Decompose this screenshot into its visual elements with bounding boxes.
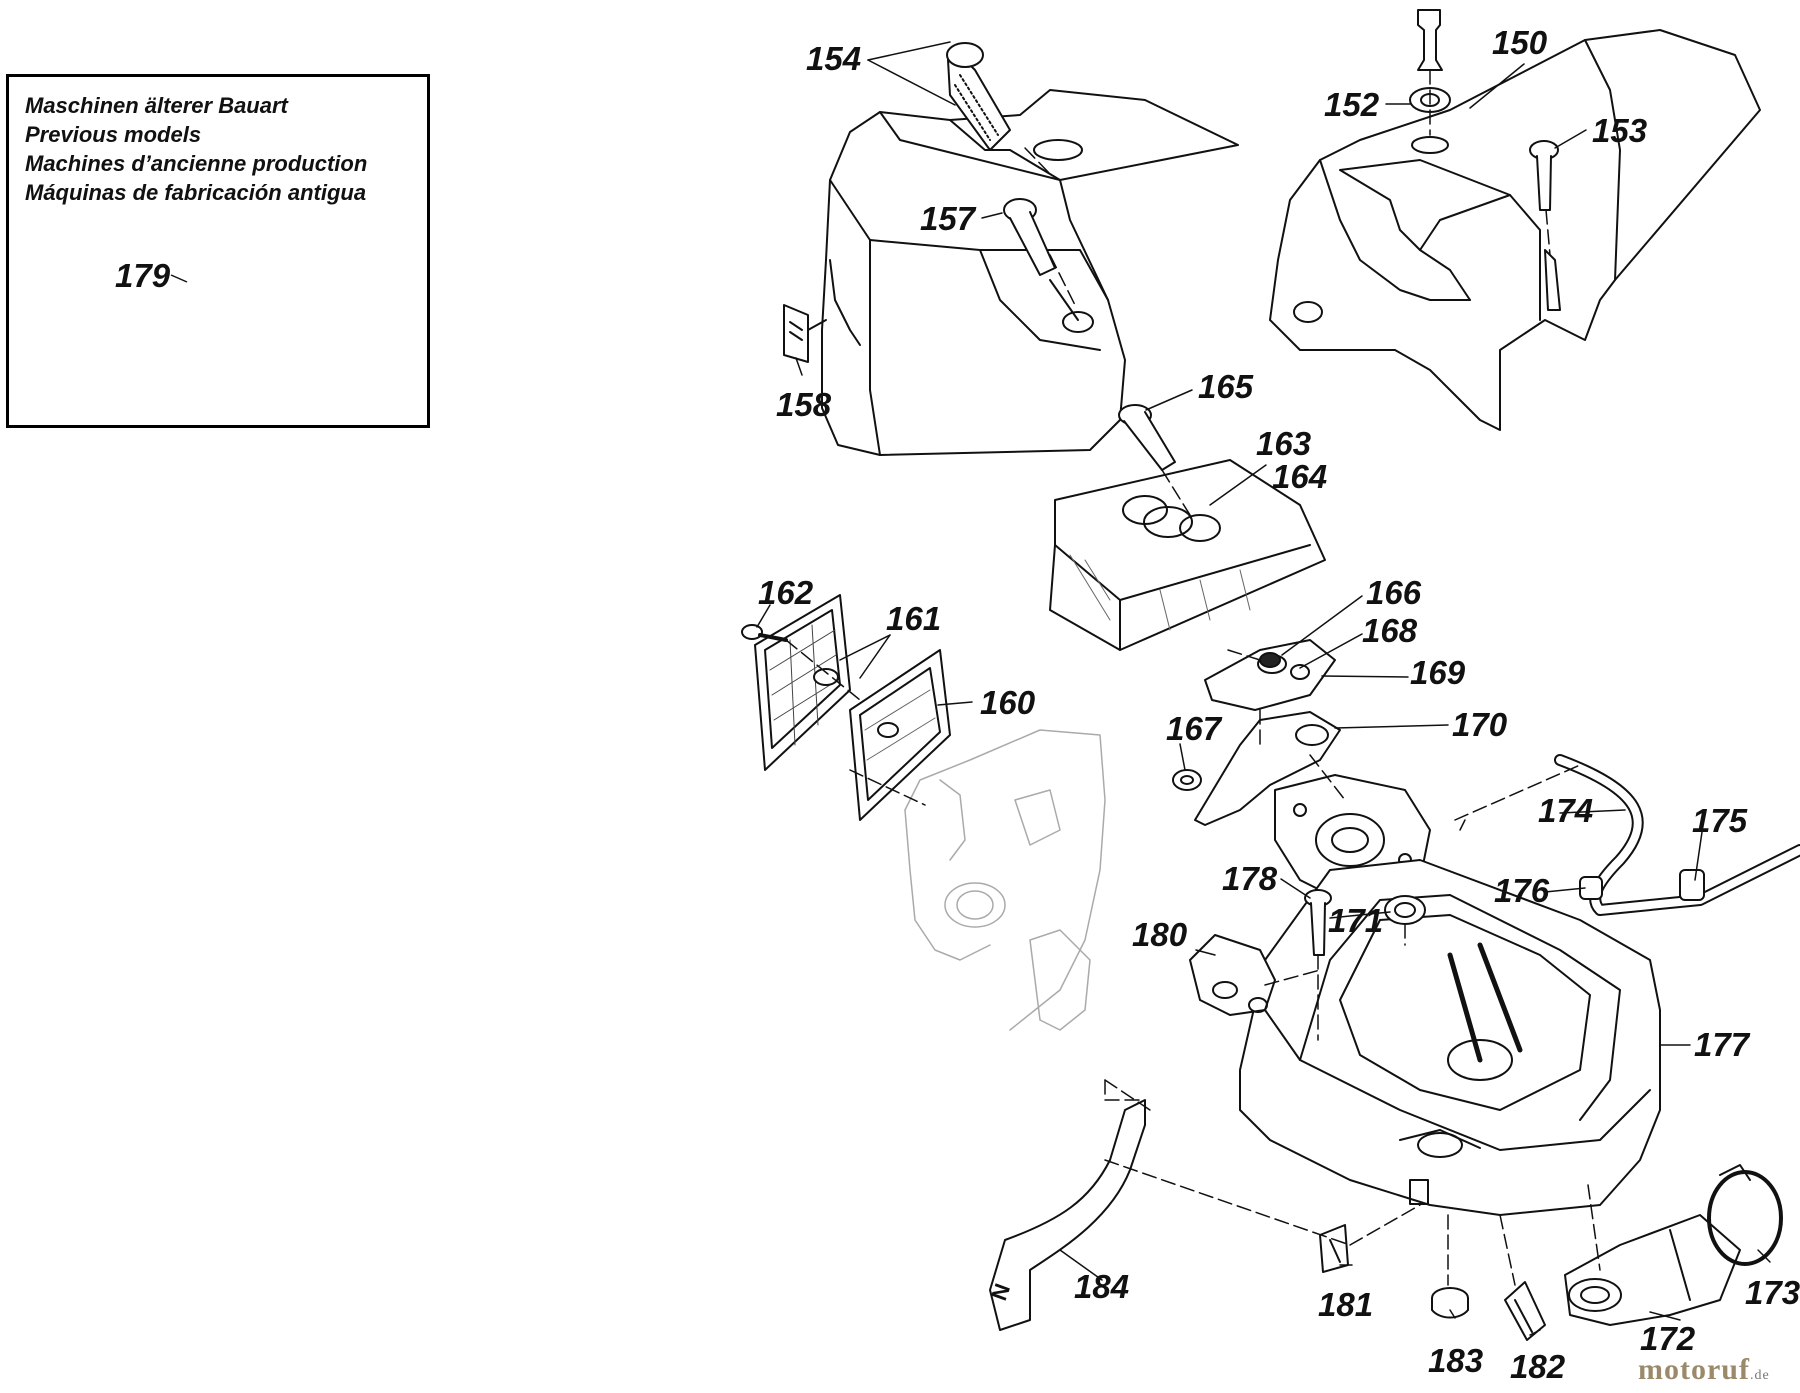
callout-178: 178: [1222, 860, 1278, 897]
grommet-181: [1319, 1224, 1349, 1273]
label-plate-158: [783, 304, 827, 363]
callout-184: 184: [1074, 1268, 1129, 1305]
intake-180: [1189, 934, 1276, 1016]
callout-labels: 154 150 152 153 157 158 165 163 164 162 …: [758, 24, 1800, 1385]
callout-154: 154: [806, 40, 861, 77]
callout-172: 172: [1640, 1320, 1696, 1357]
callout-166: 166: [1366, 574, 1422, 611]
screw-153: [1529, 140, 1559, 211]
legend-line-en: Previous models: [25, 122, 202, 147]
callout-171: 171: [1328, 902, 1383, 939]
callout-177: 177: [1694, 1026, 1751, 1063]
clamp-173: [1707, 1164, 1783, 1266]
air-filter-163: [1049, 459, 1326, 651]
shroud-150: [1269, 29, 1761, 431]
base-plate-169: [1204, 639, 1336, 711]
nut-167: [1172, 769, 1202, 791]
gasket-170: [1194, 711, 1341, 826]
screw-178: [1304, 889, 1332, 956]
legend-line-es: Máquinas de fabricación antigua: [25, 180, 367, 205]
screw-165: [1118, 404, 1176, 471]
filter-cartridge: [946, 42, 1011, 151]
callout-163: 163: [1256, 425, 1311, 462]
callout-183: 183: [1428, 1342, 1483, 1379]
filter-frame-161: [754, 594, 851, 771]
legend-line-fr: Machines d’ancienne production: [25, 151, 368, 176]
legend-callout: 179: [115, 257, 188, 294]
clip-182: [1504, 1281, 1546, 1341]
grommet-183: [1431, 1287, 1469, 1319]
callout-157: 157: [920, 200, 977, 237]
callout-165: 165: [1198, 368, 1254, 405]
callout-160: 160: [980, 684, 1036, 721]
callout-170: 170: [1452, 706, 1508, 743]
callout-169: 169: [1410, 654, 1466, 691]
screw-162: [741, 624, 788, 642]
legend-line-de: Maschinen älterer Bauart: [25, 93, 288, 118]
callout-168: 168: [1362, 612, 1418, 649]
callout-152: 152: [1324, 86, 1380, 123]
screw-157: [1003, 198, 1079, 321]
leader-lines: [756, 41, 1771, 1336]
callout-181: 181: [1318, 1286, 1373, 1323]
callout-182: 182: [1510, 1348, 1566, 1385]
callout-176: 176: [1494, 872, 1550, 909]
callout-161: 161: [886, 600, 941, 637]
callout-179: 179: [115, 257, 171, 294]
callout-150: 150: [1492, 24, 1548, 61]
callout-153: 153: [1592, 112, 1647, 149]
lever-184: N: [986, 1099, 1146, 1331]
assembly-lines: [785, 69, 1601, 1286]
ring-171: [1384, 895, 1426, 925]
callout-162: 162: [758, 574, 814, 611]
callout-180: 180: [1132, 916, 1188, 953]
callout-174: 174: [1538, 792, 1593, 829]
legend-text: Maschinen älterer Bauart Previous models…: [25, 91, 367, 207]
filter-gasket-160: [849, 649, 951, 821]
callout-167: 167: [1166, 710, 1223, 747]
watermark-logo: motoruf.de: [1638, 1353, 1770, 1386]
fuel-hose-174: [1554, 754, 1800, 916]
callout-158: 158: [776, 386, 832, 423]
callout-175: 175: [1692, 802, 1748, 839]
intake-boot-172: [1564, 1214, 1741, 1326]
legend-box: Maschinen älterer Bauart Previous models…: [6, 74, 430, 428]
engine-housing: [904, 729, 1106, 1031]
callout-173: 173: [1745, 1274, 1800, 1311]
callout-164: 164: [1272, 458, 1327, 495]
air-filter-cover: [821, 89, 1239, 456]
